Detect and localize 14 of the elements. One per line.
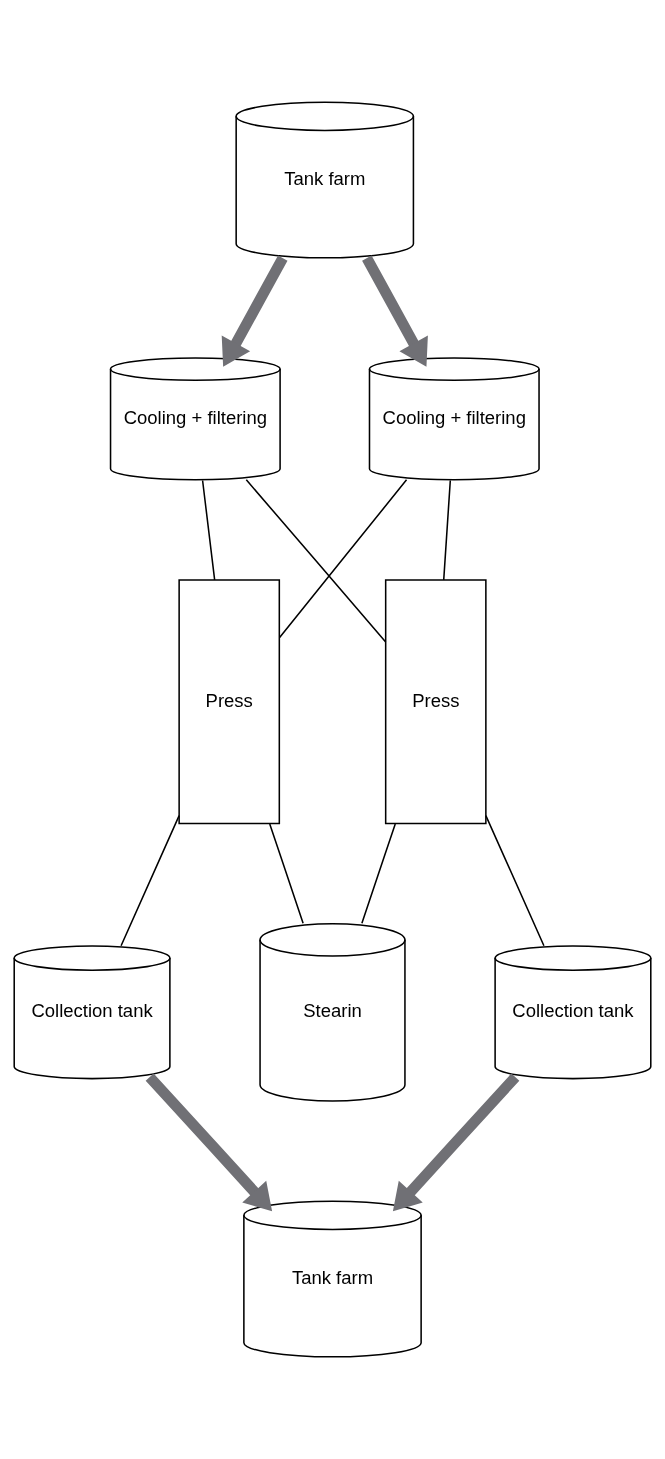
node-box: Press xyxy=(384,579,487,825)
connector xyxy=(485,814,545,947)
connector xyxy=(120,814,180,947)
arrow xyxy=(392,1073,520,1212)
arrow xyxy=(145,1073,273,1212)
arrow xyxy=(362,255,428,367)
node-box: Press xyxy=(178,579,281,825)
connector xyxy=(245,479,387,643)
connector xyxy=(278,479,408,639)
connector xyxy=(361,823,396,925)
connector xyxy=(442,479,452,581)
arrow xyxy=(221,255,288,367)
connector xyxy=(201,479,216,581)
connector xyxy=(269,823,304,925)
